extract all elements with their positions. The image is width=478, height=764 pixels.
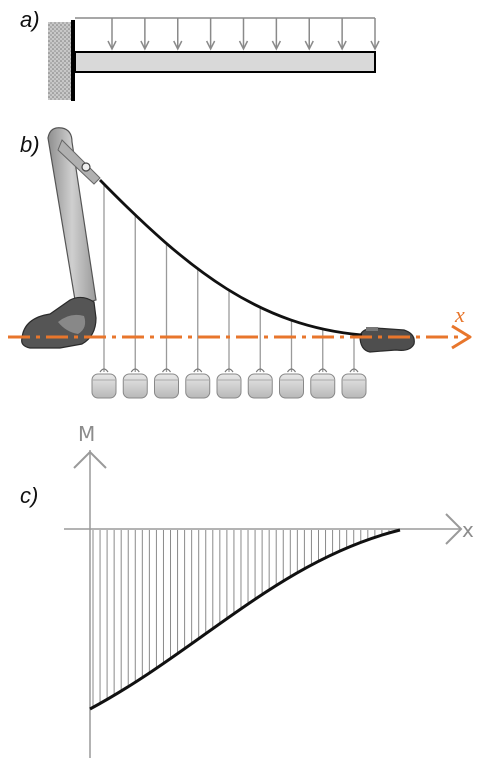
load-arrow xyxy=(238,18,249,51)
right-clamp xyxy=(359,327,415,353)
moment-curve xyxy=(89,528,401,711)
panel-b: b) x xyxy=(8,127,472,399)
moment-axis-label: M xyxy=(78,422,95,446)
cantilever-beam xyxy=(74,51,376,73)
left-clamp-highlight xyxy=(58,314,86,334)
load-arrow xyxy=(107,18,117,51)
weight xyxy=(122,368,148,399)
load-arrow xyxy=(205,18,216,51)
panel-c: c) M x xyxy=(20,422,474,758)
moment-hatching xyxy=(92,530,397,708)
fixed-wall xyxy=(48,22,72,100)
x-axis-label-orange: x xyxy=(454,302,465,327)
weight xyxy=(154,368,179,399)
panel-a: a) xyxy=(20,7,380,101)
right-clamp-tab xyxy=(366,327,378,331)
weight xyxy=(279,368,304,399)
x-axis-arrowhead xyxy=(451,324,472,350)
weight xyxy=(310,368,336,399)
position-axis-arrowhead xyxy=(445,513,463,545)
panel-c-label: c) xyxy=(20,483,38,508)
hanging-strings xyxy=(103,184,355,372)
load-arrow xyxy=(140,18,150,51)
load-arrow xyxy=(271,18,282,51)
hanging-weights xyxy=(91,368,367,399)
load-arrow xyxy=(370,18,380,51)
panel-b-label: b) xyxy=(20,132,40,157)
load-arrow xyxy=(173,18,183,51)
weight xyxy=(341,368,367,399)
position-axis-label: x xyxy=(462,518,474,542)
moment-axis-arrowhead xyxy=(73,450,107,469)
weight xyxy=(91,368,117,399)
panel-a-label: a) xyxy=(20,7,40,32)
deflection-curve xyxy=(98,179,363,337)
weight xyxy=(247,368,273,399)
pivot-pin xyxy=(81,162,91,172)
weight xyxy=(185,368,211,399)
load-arrow xyxy=(304,18,314,51)
distributed-load-arrows xyxy=(107,18,380,51)
load-arrow xyxy=(337,18,347,51)
weight xyxy=(216,368,242,399)
support-arm xyxy=(47,127,97,307)
